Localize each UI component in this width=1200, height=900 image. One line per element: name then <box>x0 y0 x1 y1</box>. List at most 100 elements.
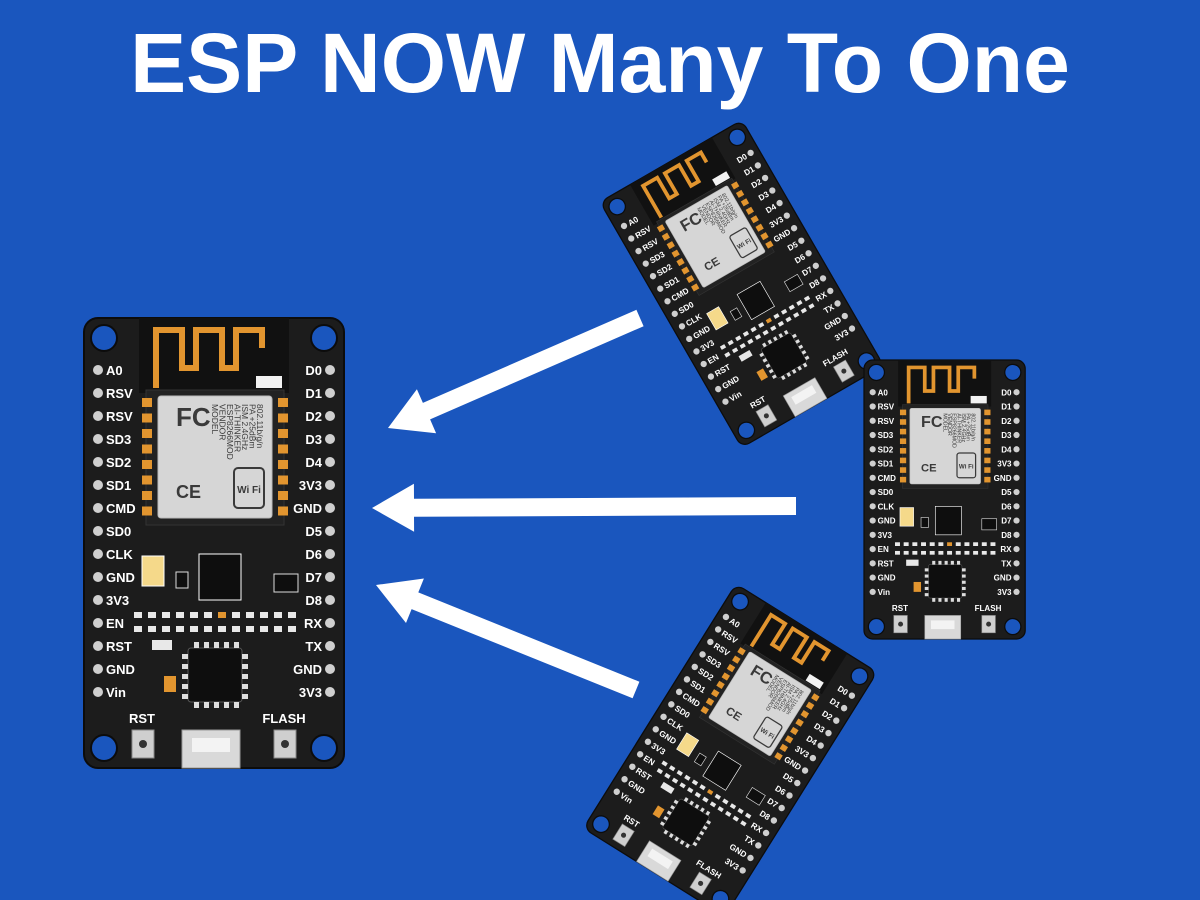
resistor-array <box>218 626 226 632</box>
module-pad <box>705 697 715 706</box>
chip-pin <box>224 642 229 648</box>
pin-dot <box>93 641 103 651</box>
pin-label-right: D7 <box>1001 517 1012 526</box>
resistor-array <box>190 626 198 632</box>
chip-pin <box>679 839 685 845</box>
pin-label-right: D8 <box>758 808 773 822</box>
rst-button-cap <box>620 832 627 838</box>
pin-dot <box>770 817 778 824</box>
module-pad <box>737 647 746 656</box>
module-pad <box>721 672 731 681</box>
pin-dot <box>869 474 876 481</box>
smd-part <box>738 349 753 362</box>
pin-dot <box>869 403 876 410</box>
chip-pin <box>961 580 966 584</box>
resistor-array <box>190 612 198 618</box>
flash-button-cap <box>986 621 992 627</box>
pin-dot <box>93 526 103 536</box>
resistor-array <box>288 626 296 632</box>
module-pad <box>984 457 991 464</box>
mounting-hole <box>737 421 756 440</box>
chip-pin <box>666 810 672 816</box>
resistor-array <box>687 787 694 794</box>
chip-text-line: 802.11b/g/n <box>255 404 265 449</box>
pin-label-left: Vin <box>878 588 890 597</box>
resistor-array <box>739 342 746 349</box>
chip-pin <box>182 664 188 669</box>
resistor-array <box>717 806 724 813</box>
chip-pin <box>772 336 778 342</box>
chip-pin <box>767 339 773 345</box>
resistor-array <box>731 347 739 354</box>
antenna-trace <box>749 612 832 666</box>
pin-label-left: SD2 <box>106 455 131 470</box>
pin-dot <box>325 641 335 651</box>
pin-dot <box>325 595 335 605</box>
pin-label-right: D0 <box>1001 388 1012 397</box>
transistor <box>783 273 804 293</box>
flash-button-cap <box>281 740 289 748</box>
pin-dot <box>668 701 675 708</box>
chip-pin <box>961 568 966 572</box>
pin-dot <box>613 788 620 795</box>
resistor-array <box>699 784 706 791</box>
resistor-array <box>895 542 900 546</box>
chip-pin <box>938 560 942 565</box>
pin-label-right: D2 <box>1001 417 1012 426</box>
module-pad <box>142 444 152 454</box>
module-pad <box>142 491 152 500</box>
pin-label-left: A0 <box>106 363 123 378</box>
pin-dot <box>93 457 103 467</box>
pin-dot <box>325 457 335 467</box>
chip-pin <box>944 560 948 565</box>
pin-dot <box>93 572 103 582</box>
chip-pin <box>762 358 768 363</box>
pin-label-right: TX <box>305 639 322 654</box>
module-pad <box>666 241 675 250</box>
chip-pin <box>705 810 711 816</box>
pin-dot <box>869 389 876 396</box>
chip-text-line: MODEL <box>941 413 947 432</box>
pin-dot <box>1013 403 1020 410</box>
module-pad <box>899 438 907 445</box>
resistor-array <box>750 326 757 333</box>
module-pad <box>899 409 907 416</box>
pin-label-left: A0 <box>878 388 889 397</box>
smd-led <box>706 306 729 331</box>
resistor-array <box>725 810 732 817</box>
module-pad <box>800 710 810 719</box>
pin-label-right: RX <box>304 616 322 631</box>
mounting-hole <box>90 734 118 762</box>
module-pad <box>656 224 666 233</box>
module-pad <box>278 475 288 485</box>
pin-label-right: GND <box>994 574 1012 583</box>
pin-dot <box>747 854 754 862</box>
pin-label-right: D5 <box>781 771 796 785</box>
pin-label-right: D6 <box>1001 502 1012 511</box>
module-pad <box>716 680 725 690</box>
pin-dot <box>325 411 335 421</box>
chip-text-line: VENDOR <box>218 404 228 440</box>
chip-pin <box>780 375 786 381</box>
pin-label-right: D2 <box>820 708 835 722</box>
mounting-hole <box>1004 617 1022 636</box>
pin-dot <box>325 388 335 398</box>
resistor-array <box>176 612 184 618</box>
resistor-array <box>785 316 792 323</box>
pin-dot <box>621 776 628 783</box>
mounting-hole <box>731 592 750 611</box>
resistor-array <box>727 339 734 346</box>
shield-can <box>665 185 766 288</box>
wifi-badge <box>233 467 265 509</box>
module-pad <box>984 476 991 483</box>
pin-label-right: 3V3 <box>299 685 322 700</box>
module-pad <box>745 206 754 215</box>
smd-part <box>164 676 176 692</box>
pin-dot <box>93 618 103 628</box>
resistor-array <box>676 770 683 776</box>
fc-mark: FC <box>176 402 211 432</box>
pin-dot <box>841 312 848 320</box>
pin-dot <box>325 480 335 490</box>
pin-label-left: A0 <box>728 616 743 630</box>
